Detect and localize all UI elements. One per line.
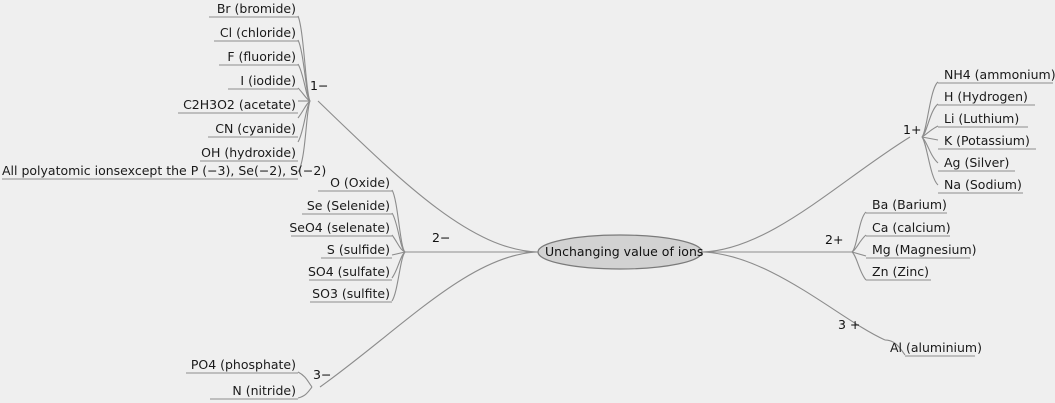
leaf-plus2-0[interactable]: Ba (Barium) [872, 197, 947, 212]
branch-label-minus3[interactable]: 3− [313, 367, 332, 382]
trunk-minus3 [319, 251, 539, 388]
edge-minus1-leaf-0 [297, 15, 311, 102]
leaf-minus3-0[interactable]: PO4 (phosphate) [190, 357, 296, 372]
leaf-plus1-5[interactable]: Na (Sodium) [944, 177, 1022, 192]
leaf-minus1-2[interactable]: F (fluoride) [227, 49, 296, 64]
leaf-plus1-4[interactable]: Ag (Silver) [944, 155, 1010, 170]
leaf-minus2-2[interactable]: SeO4 (selenate) [289, 220, 390, 235]
leaf-plus1-2[interactable]: Li (Luthium) [944, 111, 1020, 126]
leaf-minus3-1[interactable]: N (nitride) [232, 383, 296, 398]
edge-plus1-leaf-0 [921, 81, 939, 138]
edge-minus1-leaf-2 [297, 63, 311, 102]
leaf-minus2-1[interactable]: Se (Selenide) [306, 198, 390, 213]
leaf-minus1-7[interactable]: All polyatomic ionsexcept the P (−3), Se… [2, 163, 327, 178]
edge-minus2-leaf-5 [391, 251, 406, 302]
edge-plus1-leaf-5 [921, 136, 939, 186]
leaf-plus2-2[interactable]: Mg (Magnesium) [872, 242, 977, 257]
edge-minus1-leaf-3 [297, 87, 311, 102]
leaf-minus1-6[interactable]: OH (hydroxide) [201, 145, 296, 160]
edge-plus2-leaf-0 [851, 211, 867, 253]
edge-plus1-leaf-1 [921, 103, 939, 138]
edge-minus2-leaf-3 [391, 251, 406, 256]
central-node-shape[interactable] [537, 234, 703, 270]
leaf-minus2-3[interactable]: S (sulfide) [326, 242, 390, 257]
edge-plus3-leaf-0 [884, 339, 906, 356]
edge-plus2-leaf-1 [851, 234, 867, 253]
leaf-minus1-5[interactable]: CN (cyanide) [215, 121, 296, 136]
branch-label-plus1[interactable]: 1+ [903, 122, 922, 137]
edge-plus1-leaf-3 [921, 136, 939, 141]
edge-plus2-leaf-2 [851, 251, 867, 257]
edge-plus1-leaf-2 [921, 125, 939, 138]
leaf-plus3-0[interactable]: Al (aluminium) [890, 340, 982, 355]
edge-minus2-leaf-1 [391, 212, 406, 253]
leaf-minus1-4[interactable]: C2H3O2 (acetate) [183, 97, 296, 112]
leaf-minus1-3[interactable]: I (iodide) [240, 73, 296, 88]
leaf-minus1-1[interactable]: Cl (chloride) [219, 25, 296, 40]
edge-minus2-leaf-0 [391, 189, 406, 253]
edge-plus2-leaf-3 [851, 251, 867, 281]
leaf-plus2-3[interactable]: Zn (Zinc) [872, 264, 930, 279]
branch-label-plus3[interactable]: 3 + [838, 317, 861, 332]
leaf-minus2-4[interactable]: SO4 (sulfate) [307, 264, 390, 279]
leaf-minus2-5[interactable]: SO3 (sulfite) [312, 286, 390, 301]
branch-label-minus2[interactable]: 2− [432, 230, 451, 245]
leaf-plus2-1[interactable]: Ca (calcium) [872, 220, 951, 235]
leaf-minus1-0[interactable]: Br (bromide) [216, 1, 296, 16]
edge-minus3-leaf-1 [297, 386, 313, 399]
leaf-minus2-0[interactable]: O (Oxide) [330, 175, 390, 190]
trunk-plus3 [701, 251, 886, 341]
leaf-plus1-1[interactable]: H (Hydrogen) [944, 89, 1028, 104]
leaf-plus1-3[interactable]: K (Potassium) [944, 133, 1030, 148]
leaf-plus1-0[interactable]: NH4 (ammonium) [944, 67, 1055, 82]
branch-label-plus2[interactable]: 2+ [825, 232, 844, 247]
edge-minus1-leaf-7 [297, 100, 311, 173]
trunk-plus1 [701, 136, 911, 253]
trunk-minus1 [317, 100, 539, 253]
edge-minus2-leaf-2 [391, 234, 406, 253]
central-node-label[interactable]: Unchanging value of ions [545, 244, 704, 259]
branch-label-minus1[interactable]: 1− [310, 78, 329, 93]
edge-minus3-leaf-0 [297, 371, 313, 388]
